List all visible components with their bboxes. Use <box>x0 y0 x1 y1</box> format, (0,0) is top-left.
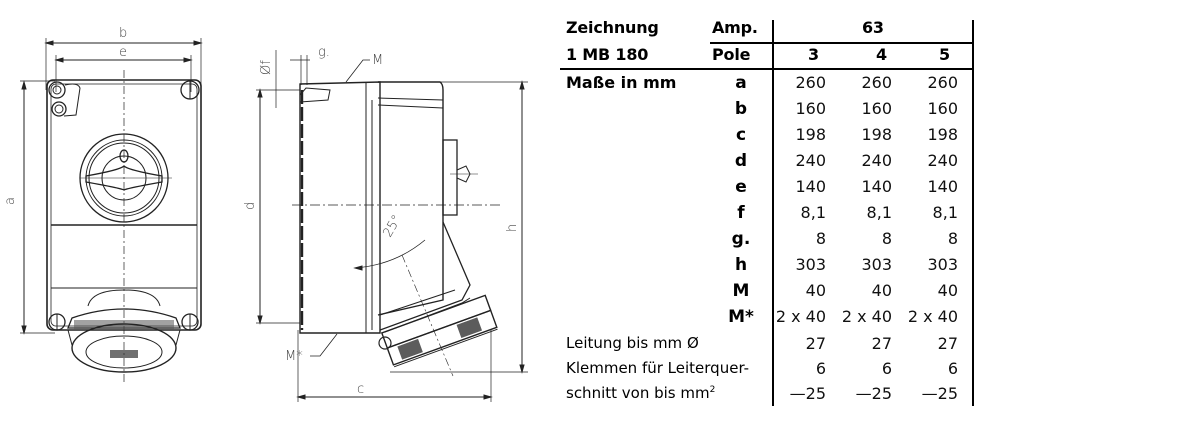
table-row: M 40 40 40 <box>566 281 986 307</box>
row-value: 140 <box>927 177 958 196</box>
row-value: 160 <box>927 99 958 118</box>
row-value: —25 <box>855 384 892 403</box>
row-symbol: g. <box>731 229 751 249</box>
row-value: 198 <box>795 125 826 144</box>
row-value: 6 <box>881 359 892 378</box>
row-symbol: d <box>734 151 748 171</box>
table-row: M* 2 x 40 2 x 40 2 x 40 <box>566 307 986 333</box>
spec-table: Zeichnung Amp. 63 1 MB 180 Pole 3 4 5 Ma… <box>560 14 986 424</box>
table-rule-amp <box>710 42 974 44</box>
row-value: 140 <box>795 177 826 196</box>
dim-label-m: M <box>372 53 383 68</box>
row-value: 260 <box>861 73 892 92</box>
row-value: 40 <box>937 281 958 300</box>
table-row: schnitt von bis mm2 —25 —25 —25 <box>566 384 986 410</box>
row-value: 2 x 40 <box>775 307 826 326</box>
row-value: 260 <box>795 73 826 92</box>
row-value: 8 <box>947 229 958 248</box>
row-value: 240 <box>861 151 892 170</box>
row-label-text: schnitt von bis mm <box>566 384 710 402</box>
technical-drawing: b e a Øf g. M d h c M* 25° <box>0 0 560 427</box>
dim-label-c: c <box>357 382 364 397</box>
row-value: 198 <box>861 125 892 144</box>
dim-label-h: h <box>505 224 520 232</box>
dim-label-e: e <box>119 45 127 60</box>
table-rule-pole <box>560 68 974 70</box>
row-symbol: c <box>735 125 747 145</box>
row-value: 240 <box>795 151 826 170</box>
row-value: 27 <box>937 334 958 353</box>
dim-label-a: a <box>3 197 18 205</box>
table-divider-right <box>972 20 974 406</box>
row-value: 27 <box>805 334 826 353</box>
row-value: 160 <box>861 99 892 118</box>
row-symbol: f <box>737 203 745 223</box>
row-value: 303 <box>861 255 892 274</box>
table-row: h 303 303 303 <box>566 255 986 281</box>
row-value: —25 <box>921 384 958 403</box>
row-value: 2 x 40 <box>841 307 892 326</box>
dim-label-f: Øf <box>259 60 274 75</box>
amp-label: Amp. <box>712 18 758 37</box>
row-value: 8,1 <box>866 203 892 222</box>
row-symbol: b <box>734 99 748 119</box>
front-view <box>20 38 203 385</box>
table-row: e 140 140 140 <box>566 177 986 203</box>
row-value: 260 <box>927 73 958 92</box>
amp-value: 63 <box>862 18 884 37</box>
row-label: schnitt von bis mm2 <box>566 384 715 402</box>
table-row: a 260 260 260 <box>566 73 986 99</box>
row-value: 8,1 <box>800 203 826 222</box>
row-label: Leitung bis mm Ø <box>566 334 699 352</box>
table-row: d 240 240 240 <box>566 151 986 177</box>
table-row: f 8,1 8,1 8,1 <box>566 203 986 229</box>
row-value: 6 <box>947 359 958 378</box>
side-view <box>256 50 528 402</box>
dim-label-m-star: M* <box>285 349 303 364</box>
row-symbol: M <box>732 281 750 301</box>
row-value: 2 x 40 <box>907 307 958 326</box>
row-value: 240 <box>927 151 958 170</box>
drawing-svg: b e a Øf g. M d h c M* 25° <box>3 26 528 402</box>
row-label-superscript: 2 <box>709 385 716 395</box>
pole-label: Pole <box>712 45 751 64</box>
table-row: g. 8 8 8 <box>566 229 986 255</box>
row-label: Klemmen für Leiterquer- <box>566 359 750 377</box>
dim-label-b: b <box>119 26 127 41</box>
table-row: b 160 160 160 <box>566 99 986 125</box>
angle-label: 25° <box>380 213 405 240</box>
row-symbol: h <box>734 255 748 275</box>
row-value: 303 <box>795 255 826 274</box>
row-value: 303 <box>927 255 958 274</box>
row-value: 6 <box>815 359 826 378</box>
row-value: 40 <box>871 281 892 300</box>
drawing-label: Zeichnung <box>566 18 659 37</box>
row-value: 198 <box>927 125 958 144</box>
row-value: 160 <box>795 99 826 118</box>
row-symbol: e <box>735 177 747 197</box>
row-value: 8 <box>815 229 826 248</box>
drawing-number: 1 MB 180 <box>566 45 649 64</box>
pole-3: 3 <box>808 45 819 64</box>
table-row: c 198 198 198 <box>566 125 986 151</box>
row-value: 40 <box>805 281 826 300</box>
row-value: 27 <box>871 334 892 353</box>
row-symbol: M* <box>728 307 754 327</box>
table-divider-left <box>772 20 774 406</box>
dim-label-d: d <box>243 202 258 210</box>
row-symbol: a <box>735 73 747 93</box>
table-row: Leitung bis mm Ø 27 27 27 <box>566 334 986 360</box>
pole-5: 5 <box>939 45 950 64</box>
row-value: —25 <box>789 384 826 403</box>
row-value: 8,1 <box>932 203 958 222</box>
table-row: Klemmen für Leiterquer- 6 6 6 <box>566 359 986 385</box>
row-value: 140 <box>861 177 892 196</box>
row-value: 8 <box>881 229 892 248</box>
dimensions-label: Maße in mm <box>566 73 677 92</box>
dim-label-g: g. <box>318 45 330 60</box>
pole-4: 4 <box>876 45 887 64</box>
